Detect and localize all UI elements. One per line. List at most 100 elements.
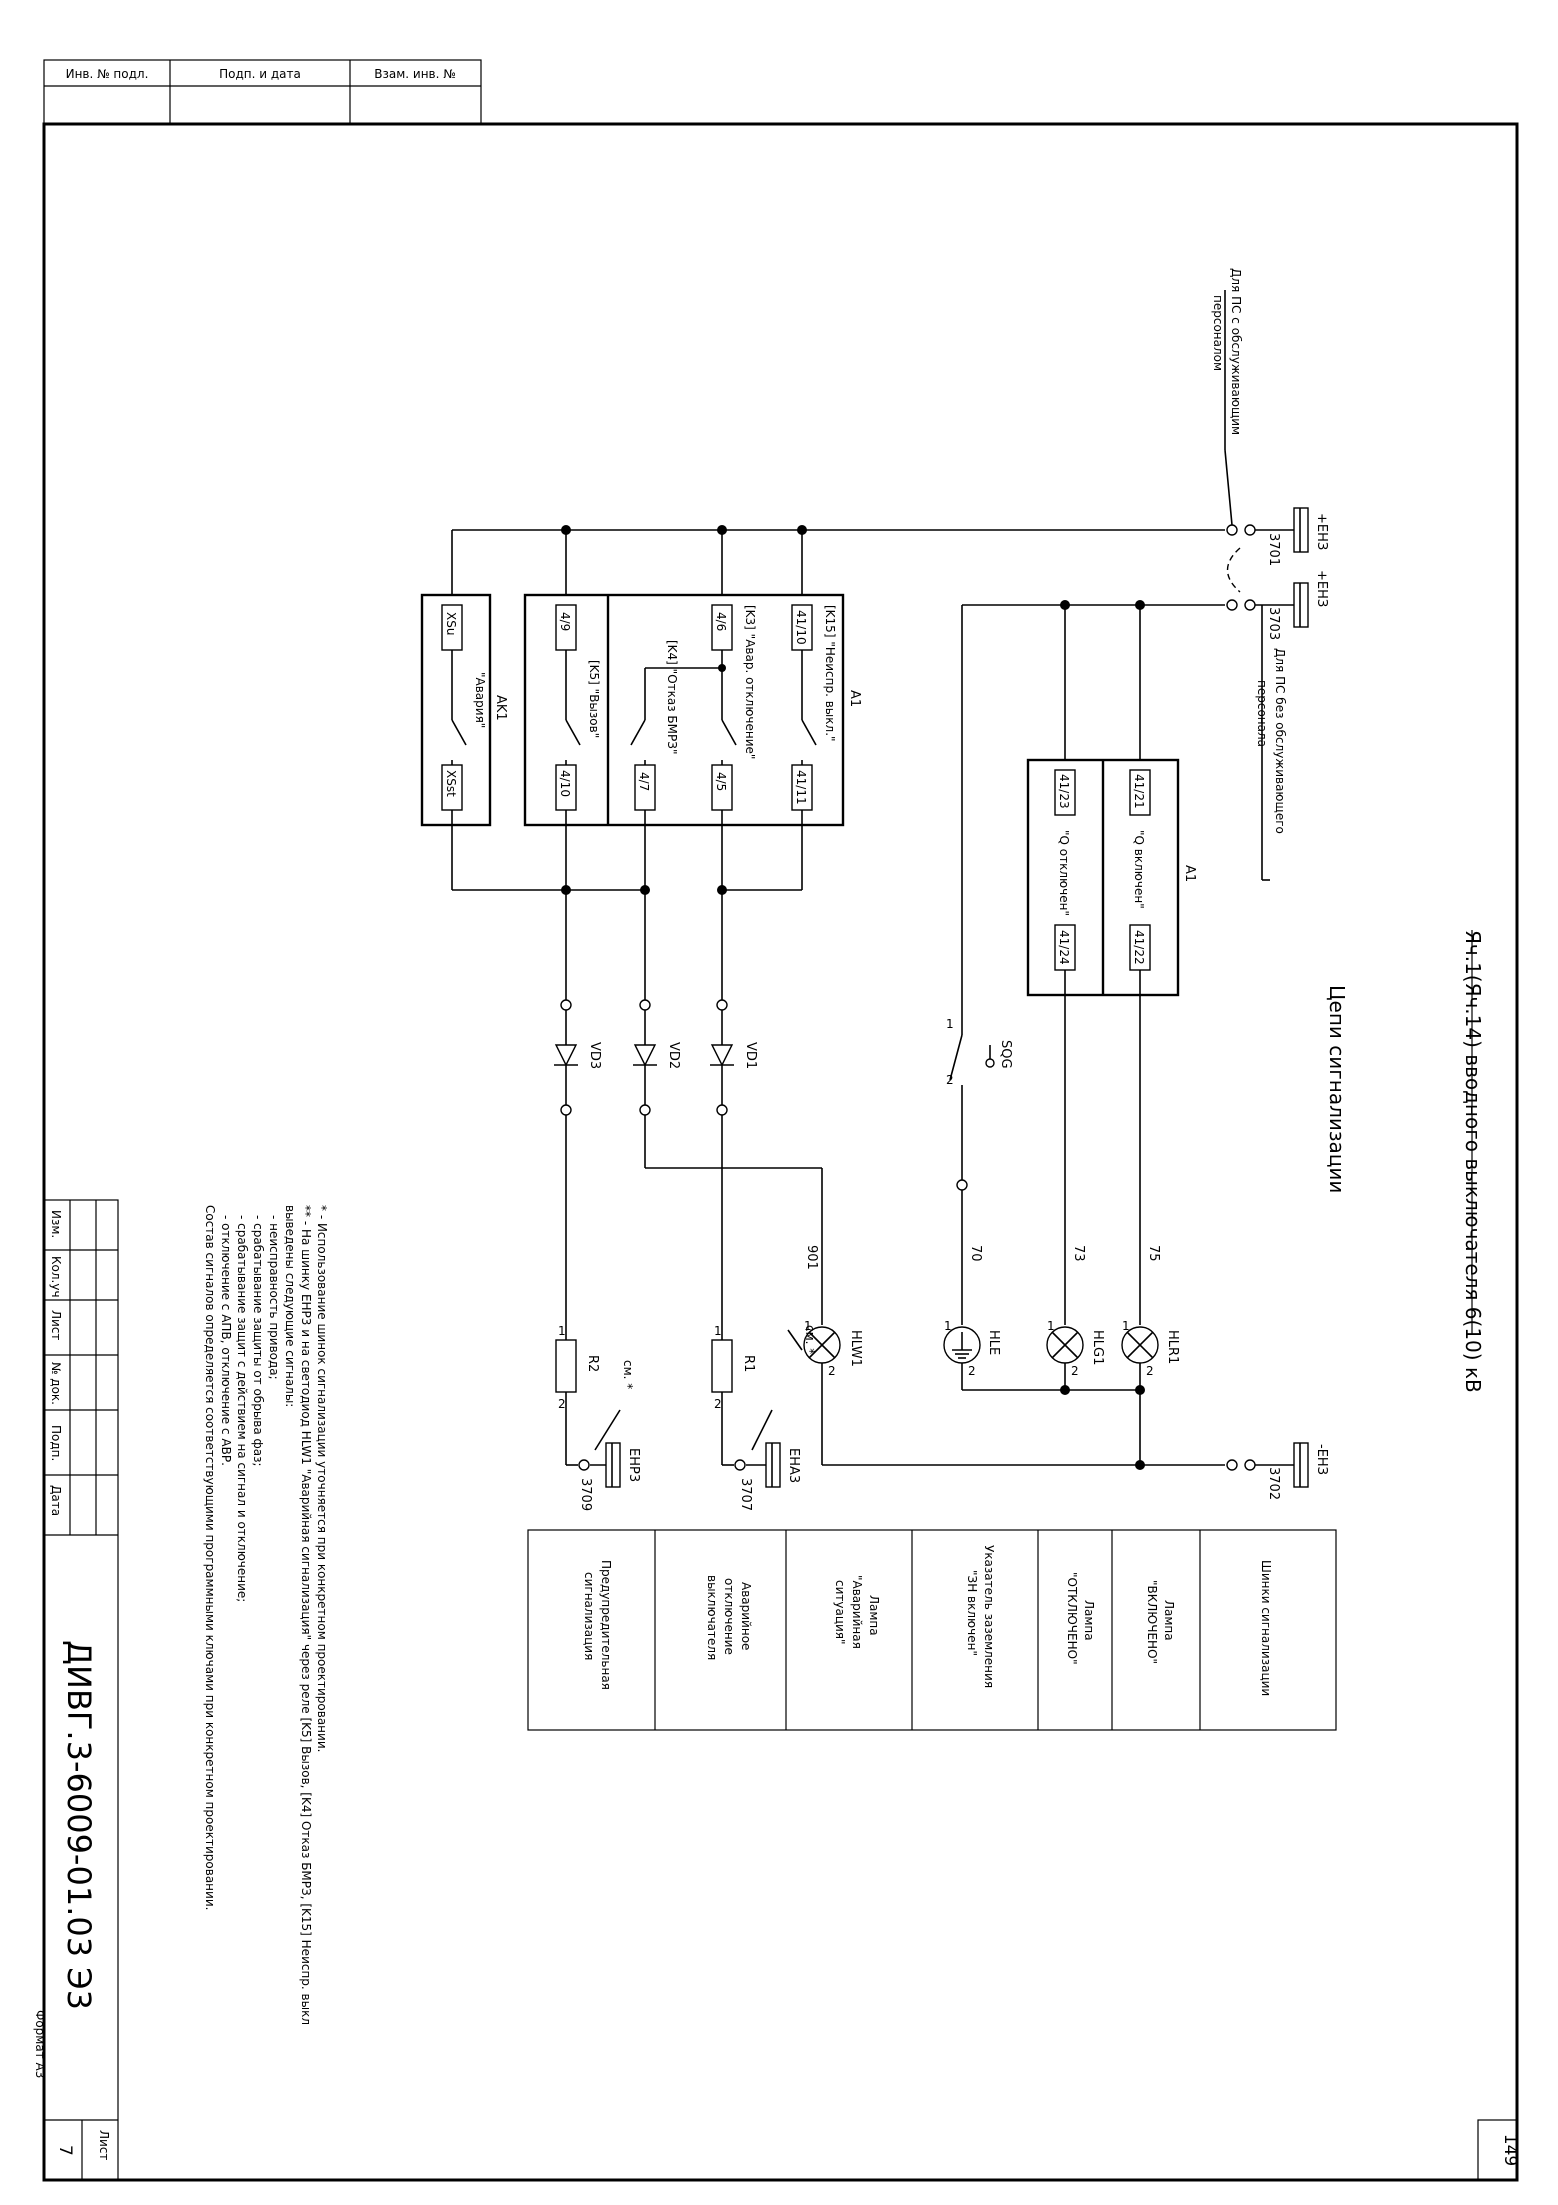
pin-4-10: 4/10 (558, 770, 572, 797)
terminal-ehp3: EHP3 (626, 1448, 641, 1482)
drawing-title: Яч.1(Яч.14) вводного выключателя 6(10) к… (1461, 930, 1485, 1393)
stamp-inv-podl: Инв. № подл. (66, 67, 149, 81)
r2-pin1: 1 (558, 1324, 566, 1338)
hlr1-pin1: 1 (1122, 1319, 1130, 1333)
wire-70: 70 (968, 1245, 983, 1262)
note-sm-2: см. * (621, 1360, 635, 1389)
positive-bus-2: +EHЗ 3703 (961, 290, 1329, 1035)
wire-75: 75 (1146, 1245, 1161, 1262)
tb-list: Лист (49, 1310, 63, 1340)
k5-label: [K5] "Вызов" (587, 660, 601, 738)
legend-trip-2: отключение (722, 1578, 736, 1655)
negative-bus: -EHЗ 3702 (822, 1442, 1329, 1500)
a1-label: A1 (847, 690, 862, 707)
r1-pin2: 2 (714, 1397, 722, 1411)
legend-warn-1: Предупредительная (599, 1560, 613, 1690)
sqg-label: SQG (998, 1040, 1013, 1069)
legend-header: Шинки сигнализации (1259, 1560, 1273, 1696)
legend-trip-3: выключателя (705, 1575, 719, 1660)
legend-off-1: Лампа (1082, 1600, 1096, 1641)
footnote-7: - отключение с АПВ, отключение с АВР. (219, 1215, 233, 1466)
footnote-2: ** - На шинку EHP3 и на светодиод HLW1 "… (299, 1205, 313, 2025)
diode-vd1: VD1 (710, 1010, 758, 1116)
legend-ground-1: Указатель заземления (982, 1545, 996, 1688)
pin-4-5: 4/5 (714, 772, 728, 791)
r2-label: R2 (585, 1355, 600, 1372)
ak1-block: AK1 XSu XSst "Авария" (420, 593, 508, 890)
pin-4-7: 4/7 (637, 772, 651, 791)
k15-label: [K15] "Неиспр. выкл." (823, 605, 837, 742)
legend-off-2: "ОТКЛЮЧЕНО" (1065, 1572, 1079, 1665)
wire-3702: 3702 (1266, 1467, 1281, 1500)
pin-41-23: 41/23 (1057, 774, 1071, 809)
hlr1-label: HLR1 (1165, 1330, 1180, 1364)
hlg1-pin1: 1 (1047, 1319, 1055, 1333)
hlg1-label: HLG1 (1090, 1330, 1105, 1365)
a1-relay-block: A1 41/10 41/11 [K15] "Неиспр. выкл." 4/6… (523, 593, 862, 827)
note-sm-1: см. * (803, 1325, 817, 1354)
k4-label: [K4] "Отказ БМРЗ" (665, 640, 679, 754)
tb-kol-uch: Кол.уч (49, 1256, 63, 1298)
footnote-5: - срабатывание защиты от обрыва фаз; (251, 1215, 265, 1467)
vd2-label: VD2 (666, 1042, 681, 1069)
diode-vd3: VD3 (554, 1010, 602, 1116)
tb-n-dok: № док. (49, 1362, 63, 1405)
wire-3709: 3709 (578, 1478, 593, 1511)
top-stamp: Инв. № подл. Подп. и дата Взам. инв. № (43, 59, 482, 125)
tb-data: Дата (49, 1485, 63, 1516)
legend-alarm-3: ситуация" (833, 1580, 847, 1645)
hle-pin2: 2 (968, 1364, 976, 1378)
pin-41-21: 41/21 (1132, 774, 1146, 809)
terminal-ehz-plus-star: +EHЗ (1314, 570, 1329, 607)
pin-xsst: XSst (444, 770, 458, 797)
note-with-staff-1: Для ПС с обслуживающим (1229, 268, 1243, 435)
legend-table: Шинки сигнализации Лампа "ВКЛЮЧЕНО" Ламп… (527, 1529, 1337, 1731)
footnotes: * - Использование шинок сигнализации уто… (203, 1205, 329, 2025)
hlw1-label: HLW1 (848, 1330, 863, 1367)
hlw1-pin2: 2 (828, 1364, 836, 1378)
vd3-label: VD3 (587, 1042, 602, 1069)
a1-status-label: A1 (1182, 865, 1197, 882)
relay-output-bus (452, 825, 803, 1011)
positive-bus: +EHЗ 3701 (451, 507, 1329, 595)
hlr1-pin2: 2 (1146, 1364, 1154, 1378)
hle-label: HLE (986, 1330, 1001, 1355)
avaria-label: "Авария" (473, 672, 487, 728)
tb-list-number: 7 (55, 2145, 75, 2156)
wire-901: 901 (804, 1245, 819, 1270)
pin-4-6: 4/6 (714, 612, 728, 631)
tb-list-label: Лист (97, 2130, 111, 2160)
stamp-vzam-inv: Взам. инв. № (374, 67, 455, 81)
note-without-staff-1: Для ПС без обслуживающего (1273, 648, 1287, 834)
r1-label: R1 (741, 1355, 756, 1372)
diodes: VD3 VD2 VD1 (554, 1010, 758, 1116)
drawing-frame (42, 122, 1519, 2182)
legend-ground-2: "ЗН включен" (965, 1570, 979, 1656)
drawing-subtitle: Цепи сигнализации (1325, 985, 1349, 1193)
sqg-pin2: 2 (946, 1073, 954, 1087)
sqg-pin1: 1 (946, 1017, 954, 1031)
pin-41-10: 41/10 (794, 610, 808, 645)
tb-izm: Изм. (49, 1210, 63, 1238)
hle-pin1: 1 (944, 1319, 952, 1333)
terminal-eha3: EHA3 (786, 1448, 801, 1483)
q-off-label: "Q отключен" (1057, 830, 1071, 916)
ak1-label: AK1 (493, 695, 508, 721)
footnote-3: выведены следующие сигналы: (283, 1205, 297, 1407)
pin-4-9: 4/9 (558, 612, 572, 631)
legend-on-1: Лампа (1162, 1600, 1176, 1641)
terminal-ehz-minus: -EHЗ (1314, 1444, 1329, 1475)
pin-xsu: XSu (444, 612, 458, 635)
sheet-number-box: 149 (1477, 2119, 1520, 2181)
legend-warn-2: сигнализация (582, 1572, 596, 1660)
wire-3707: 3707 (738, 1478, 753, 1511)
pin-41-11: 41/11 (794, 770, 808, 805)
lower-circuits: R2 1 2 EHP3 3709 см. * 901 HLW1 1 2 см. … (555, 1115, 863, 1511)
legend-alarm-1: Лампа (867, 1595, 881, 1636)
footnote-4: - неисправность привода; (267, 1215, 281, 1380)
wire-3703: 3703 (1266, 607, 1281, 640)
pin-41-22: 41/22 (1132, 930, 1146, 965)
footnote-8: Состав сигналов определяется соответству… (203, 1205, 217, 1910)
